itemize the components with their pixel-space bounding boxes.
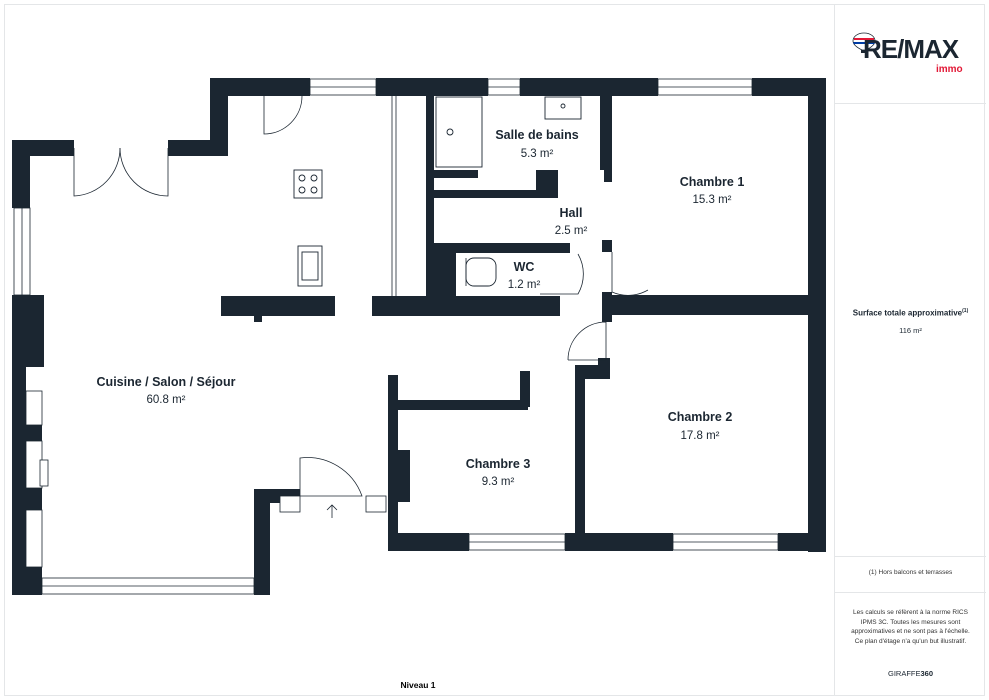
room-name-hall: Hall [560, 206, 583, 220]
windows [13, 78, 779, 595]
room-area-cuisine-salon-sejour: 60.8 m² [147, 394, 186, 406]
fixtures [293, 96, 582, 518]
room-name-wc: WC [514, 260, 535, 274]
logo-wordmark: RE/MAX [863, 34, 959, 64]
room-name-chambre-2: Chambre 2 [668, 410, 733, 424]
room-area-chambre-3: 9.3 m² [482, 476, 515, 488]
room-area-wc: 1.2 m² [508, 279, 541, 291]
footnote: (1) Hors balcons et terrasses [868, 569, 953, 576]
balloon-icon [852, 32, 876, 53]
doors [73, 95, 649, 497]
room-area-chambre-2: 17.8 m² [681, 430, 720, 442]
total-area-value: 116 m² [899, 326, 922, 335]
disclaimer: Les calculs se réfèrent à la norme RICS … [851, 609, 970, 645]
room-name-chambre-1: Chambre 1 [680, 175, 745, 189]
room-area-hall: 2.5 m² [555, 225, 588, 237]
room-name-salle-de-bains: Salle de bains [495, 128, 578, 142]
room-area-chambre-1: 15.3 m² [693, 194, 732, 206]
arrow-up-icon [326, 504, 338, 518]
credit: GIRAFFE360 [887, 669, 934, 678]
separator [835, 556, 986, 557]
room-name-cuisine-salon-sejour: Cuisine / Salon / Séjour [97, 375, 236, 389]
room-labels: Salle de bains 5.3 m² Chambre 1 15.3 m² … [97, 128, 745, 488]
level-label: Niveau 1 [401, 680, 436, 690]
walls [12, 78, 826, 595]
page-frame [4, 4, 985, 696]
room-area-salle-de-bains: 5.3 m² [521, 148, 554, 160]
separator [835, 592, 986, 593]
remax-logo: RE/MAX immo [851, 32, 971, 82]
logo-subtitle: immo [936, 64, 963, 75]
total-area-label: Surface totale approximative(1) [852, 308, 969, 318]
room-name-chambre-3: Chambre 3 [466, 457, 531, 471]
separator [835, 103, 986, 104]
info-sidebar: RE/MAX immo Surface totale approximative… [834, 4, 986, 696]
